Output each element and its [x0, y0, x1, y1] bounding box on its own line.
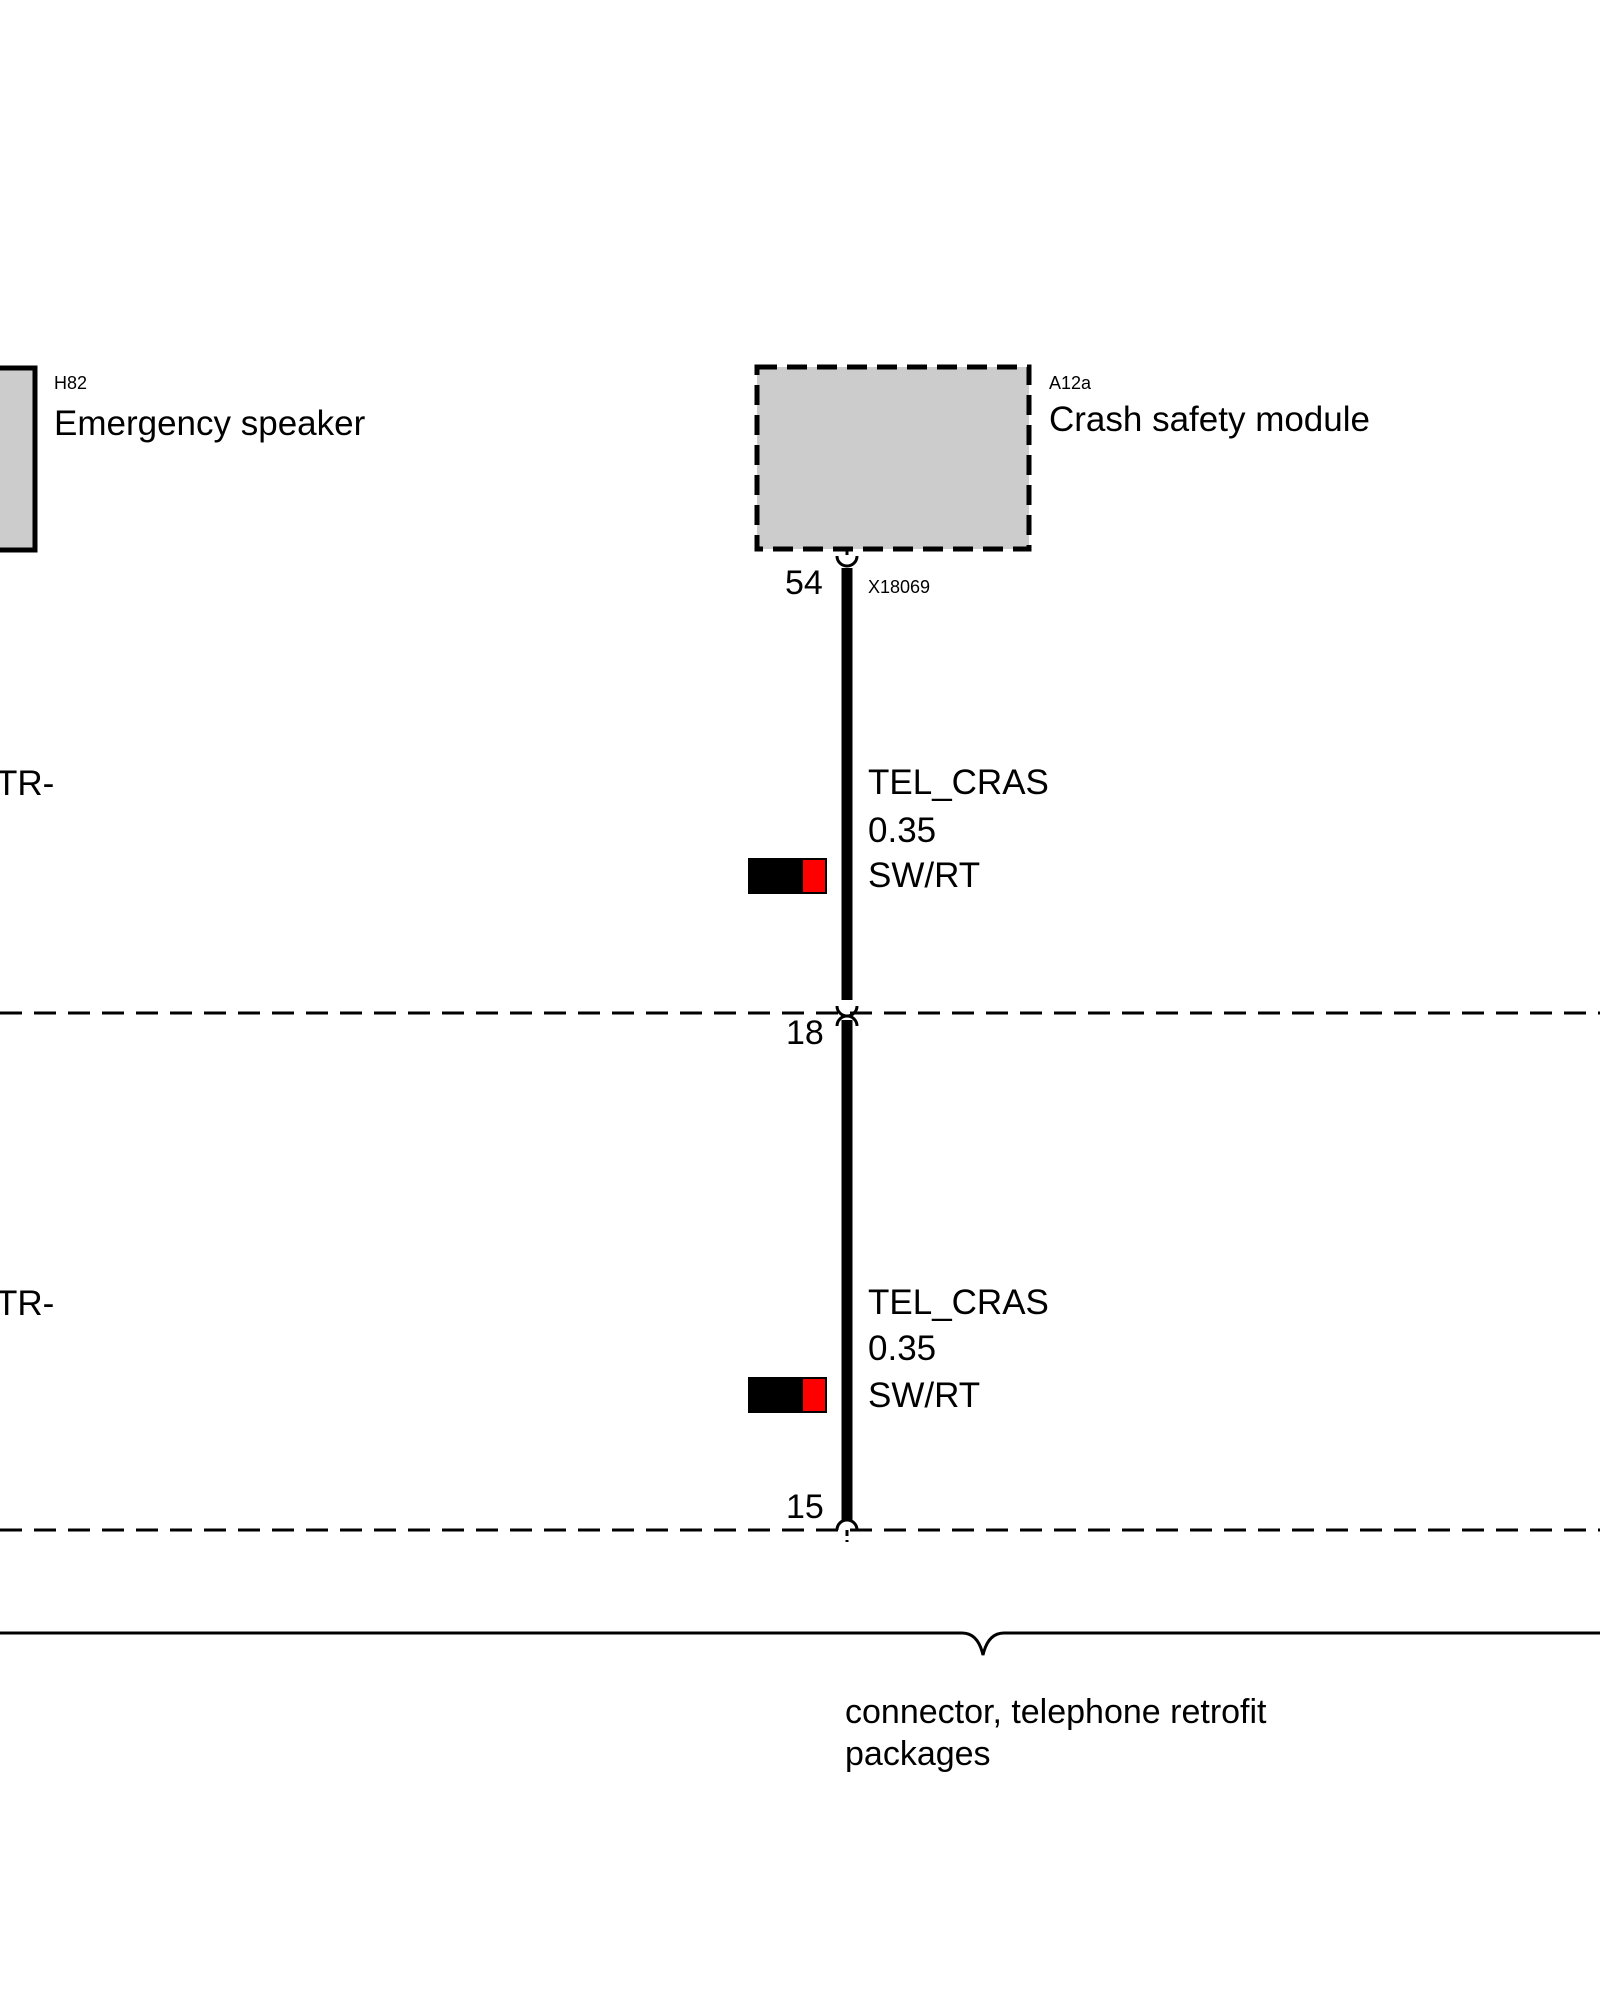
- connector-brace: [0, 1631, 1600, 1656]
- crash-safety-module-code: A12a: [1049, 373, 1092, 393]
- wire-color-swatch-2: [748, 1377, 827, 1413]
- wire-color-swatch-1: [748, 858, 827, 894]
- left-wire-label-2: TR-: [0, 1284, 55, 1323]
- pin-15-label: 15: [786, 1488, 824, 1526]
- wire-1-color-code: SW/RT: [868, 856, 981, 895]
- wire-2-gauge: 0.35: [868, 1329, 937, 1368]
- wire-1-gauge: 0.35: [868, 811, 937, 850]
- crash-safety-module-name: Crash safety module: [1049, 400, 1370, 439]
- wire-2-color-code: SW/RT: [868, 1376, 981, 1415]
- wire-2-signal: TEL_CRAS: [868, 1283, 1049, 1322]
- emergency-speaker-name: Emergency speaker: [54, 404, 366, 443]
- left-wire-label-1: TR-: [0, 764, 55, 803]
- emergency-speaker-box[interactable]: [0, 365, 38, 553]
- pin-15-terminal: [835, 1518, 859, 1531]
- crash-safety-module-box[interactable]: [754, 364, 1032, 552]
- pin-18-socket: [835, 1014, 859, 1027]
- connector-code: X18069: [868, 577, 931, 597]
- pin-18-label: 18: [786, 1014, 824, 1052]
- pin-54-label: 54: [785, 564, 823, 602]
- wire-1-signal: TEL_CRAS: [868, 763, 1049, 802]
- emergency-speaker-code: H82: [54, 373, 88, 393]
- connector-note: connector, telephone retrofit packages: [845, 1693, 1267, 1773]
- pin-54-terminal: [835, 555, 859, 568]
